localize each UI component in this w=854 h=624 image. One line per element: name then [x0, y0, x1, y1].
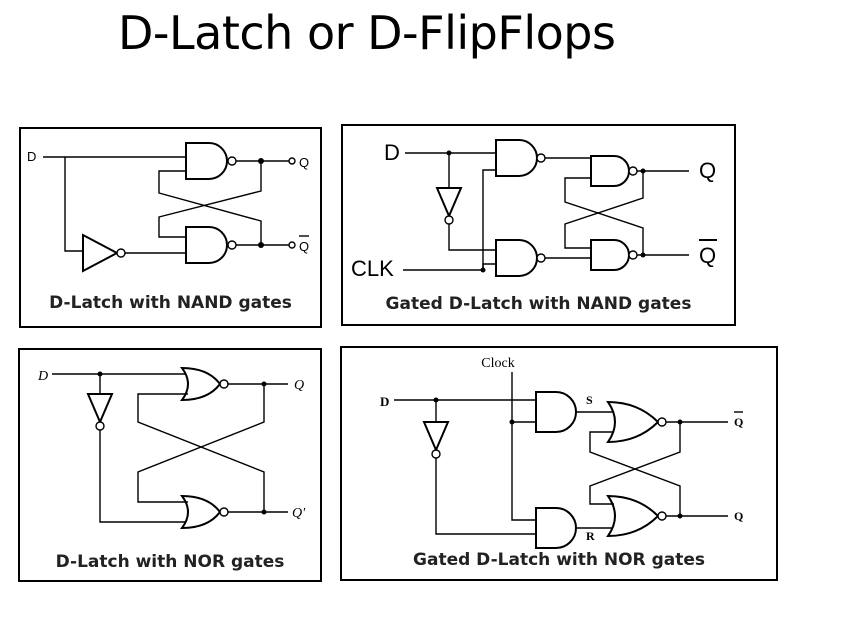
and-gate-top: [535, 391, 577, 433]
page-title: D-Latch or D-FlipFlops: [118, 6, 616, 60]
label-d: D: [384, 140, 400, 165]
panel-nor-latch: D Q Q' D-Latch with NOR gates: [18, 348, 322, 582]
inverter-gate: [422, 421, 450, 453]
nand-latch-diagram: D Q Q: [27, 142, 309, 273]
label-d: D: [27, 149, 36, 164]
nand-gate-d: [590, 239, 630, 271]
label-qbar: Q: [734, 415, 743, 429]
nand-gate-bottom: [185, 226, 228, 264]
caption-nor-latch: D-Latch with NOR gates: [55, 552, 285, 572]
gated-nand-diagram: D CLK Q Q: [351, 139, 717, 281]
label-q: Q: [294, 378, 304, 393]
label-clock: Clock: [481, 356, 514, 371]
nor-gate-bottom: [606, 494, 660, 538]
label-q: Q: [699, 158, 716, 183]
gated-nor-diagram: Clock D S R Q Q: [380, 356, 743, 549]
nand-gate-b: [495, 239, 538, 277]
nand-gate-a: [495, 139, 538, 177]
caption-nand-latch: D-Latch with NAND gates: [49, 293, 292, 313]
label-d: D: [37, 369, 48, 384]
label-qbar: Q: [699, 243, 716, 268]
panel-nand-latch: D Q Q D-Latch with NAND gates: [19, 127, 322, 328]
label-s: S: [586, 393, 593, 407]
inverter-gate: [435, 187, 463, 219]
label-r: R: [586, 529, 595, 543]
caption-gated-nand: Gated D-Latch with NAND gates: [385, 294, 692, 314]
label-q: Q: [299, 155, 309, 170]
label-q: Q: [734, 509, 743, 523]
label-clk: CLK: [351, 256, 394, 281]
inverter-gate: [86, 393, 114, 425]
label-d: D: [380, 394, 389, 409]
nand-gate-top: [185, 142, 228, 180]
nor-gate-top: [180, 366, 222, 402]
panel-gated-nor: Clock D S R Q Q: [340, 346, 778, 581]
and-gate-bottom: [535, 507, 577, 549]
label-qprime: Q': [292, 506, 306, 521]
caption-gated-nor: Gated D-Latch with NOR gates: [413, 550, 705, 570]
panel-gated-nand: D CLK Q Q: [341, 124, 736, 326]
label-qbar: Q: [299, 239, 309, 254]
nor-latch-diagram: D Q Q': [37, 366, 306, 530]
nand-gate-c: [590, 155, 630, 187]
nor-gate-bottom: [180, 494, 222, 530]
nor-gate-top: [606, 400, 660, 444]
inverter-gate: [82, 233, 120, 273]
